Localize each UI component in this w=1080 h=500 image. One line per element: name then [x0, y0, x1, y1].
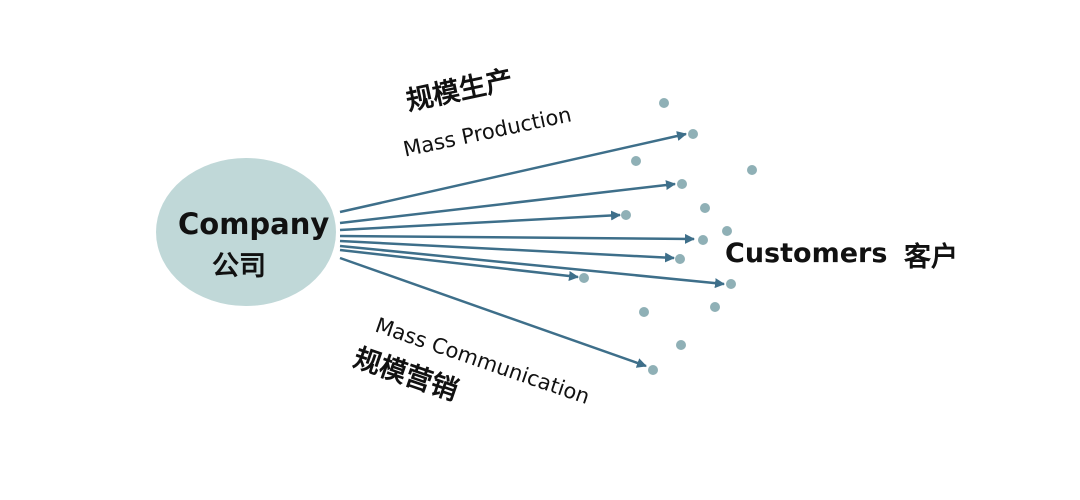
customer-dot	[676, 340, 686, 350]
customer-dot	[659, 98, 669, 108]
customer-dot	[698, 235, 708, 245]
customer-dot	[710, 302, 720, 312]
arrow-8	[339, 256, 647, 368]
arrow-6	[339, 244, 725, 289]
arrow-7	[339, 248, 579, 281]
customer-dot	[579, 273, 589, 283]
customer-dot	[648, 365, 658, 375]
customers-label-en: Customers	[725, 238, 888, 269]
customer-dot	[726, 279, 736, 289]
company-label-cn: 公司	[212, 251, 266, 282]
company-ellipse	[156, 158, 336, 306]
customer-dot	[700, 203, 710, 213]
arrow-group	[339, 131, 725, 368]
customer-dot-group	[579, 98, 757, 375]
customer-dot	[675, 254, 685, 264]
arrow-5	[339, 239, 675, 263]
customer-dot	[631, 156, 641, 166]
customer-dot	[621, 210, 631, 220]
customers-label-cn: 客户	[904, 242, 958, 273]
customer-dot	[639, 307, 649, 317]
customer-dot	[677, 179, 687, 189]
arrow-3	[339, 210, 621, 232]
arrow-2	[339, 180, 676, 225]
customer-dot	[722, 226, 732, 236]
customer-dot	[688, 129, 698, 139]
customer-dot	[747, 165, 757, 175]
company-label-en: Company	[178, 207, 330, 241]
arrow-1	[339, 131, 687, 214]
arrow-4	[339, 233, 695, 244]
